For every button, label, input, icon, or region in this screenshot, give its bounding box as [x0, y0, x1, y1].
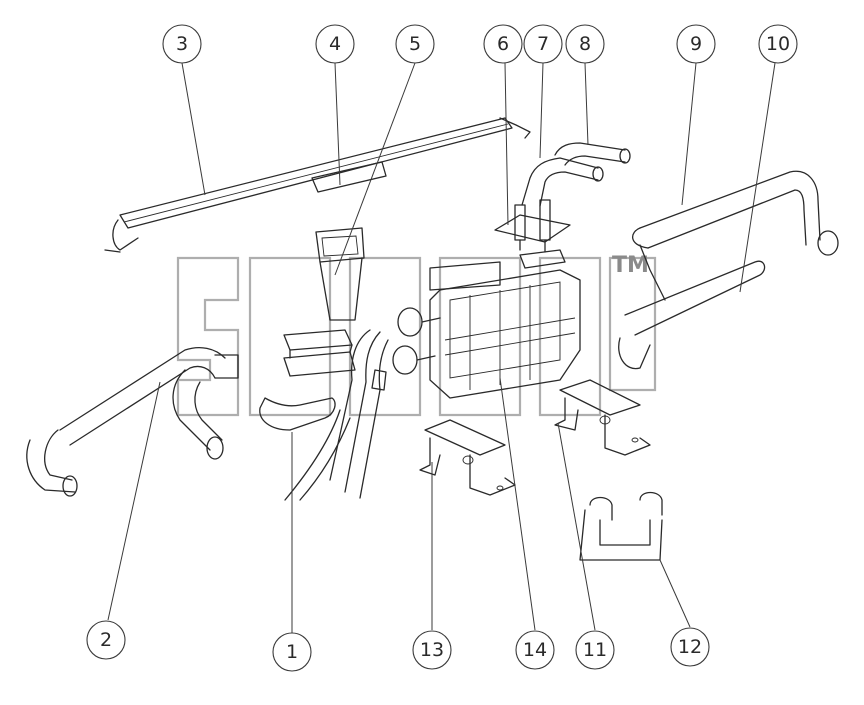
- callout-11: 11: [575, 630, 615, 670]
- callout-1: 1: [272, 632, 312, 672]
- part-3-duct-rail: [104, 117, 531, 253]
- callout-2: 2: [86, 620, 126, 660]
- part-13-bracket: [419, 419, 516, 496]
- part-2-flex-hose: [26, 347, 239, 497]
- callout-13-label: 13: [420, 639, 444, 661]
- part-14-heater-unit: [392, 249, 581, 399]
- part-1-pipe: [259, 329, 389, 501]
- callout-14-label: 14: [523, 639, 547, 661]
- callout-9-label: 9: [690, 33, 702, 55]
- part-12-u-pipe: [579, 491, 663, 561]
- callout-9: 9: [676, 24, 716, 64]
- callout-12-label: 12: [678, 636, 702, 658]
- callout-8-label: 8: [579, 33, 591, 55]
- part-6-valve: [494, 199, 571, 253]
- callout-11-label: 11: [583, 639, 607, 661]
- trademark-mark: TM: [612, 253, 649, 278]
- callout-6-label: 6: [497, 33, 509, 55]
- callout-10-label: 10: [766, 33, 790, 55]
- watermark-logo: TM: [176, 253, 657, 417]
- callout-5-label: 5: [409, 33, 421, 55]
- part-8-bent-pipe: [554, 142, 631, 166]
- part-11-bracket: [554, 379, 651, 456]
- part-5-upright-duct: [283, 227, 365, 377]
- part-9-hose: [632, 170, 839, 301]
- callout-10: 10: [758, 24, 798, 64]
- callout-4: 4: [315, 24, 355, 64]
- callout-4-label: 4: [329, 33, 341, 55]
- callout-14: 14: [515, 630, 555, 670]
- callout-1-label: 1: [286, 641, 298, 663]
- callout-2-label: 2: [100, 629, 112, 651]
- callout-13: 13: [412, 630, 452, 670]
- callout-3: 3: [162, 24, 202, 64]
- callout-5: 5: [395, 24, 435, 64]
- callout-7: 7: [523, 24, 563, 64]
- part-10-hose: [618, 260, 766, 370]
- callout-12: 12: [670, 627, 710, 667]
- part-7-bent-pipe: [521, 157, 604, 207]
- callout-3-label: 3: [176, 33, 188, 55]
- callout-7-label: 7: [537, 33, 549, 55]
- callout-8: 8: [565, 24, 605, 64]
- leader-lines: [107, 62, 776, 633]
- callout-6: 6: [483, 24, 523, 64]
